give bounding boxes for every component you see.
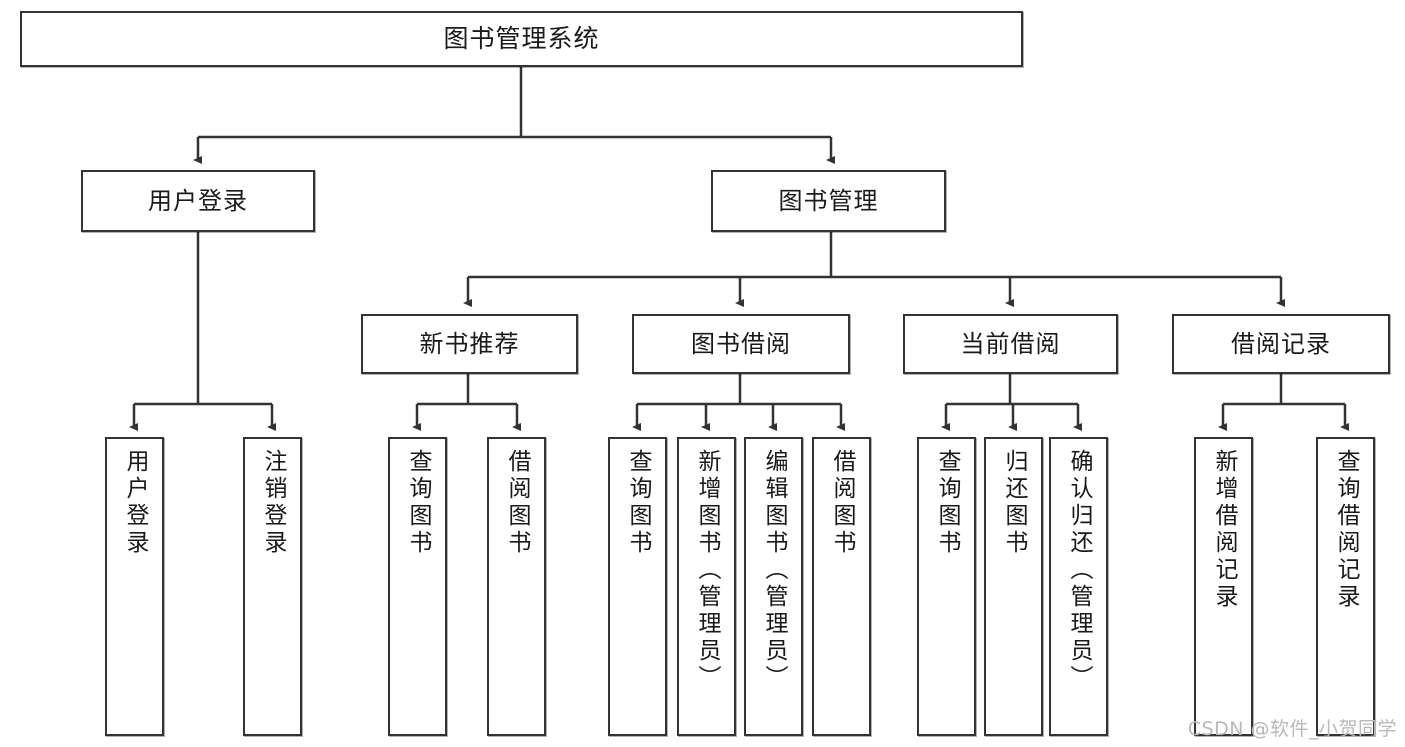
leaf-current-borrow-query[interactable]: 查询图书 — [917, 437, 976, 736]
node-book-borrow[interactable]: 图书借阅 — [632, 314, 850, 374]
leaf-borrow-record-add[interactable]: 新增借阅记录 — [1194, 437, 1253, 736]
node-new-book-recommend[interactable]: 新书推荐 — [361, 314, 578, 374]
node-label: 新增借阅记录 — [1211, 449, 1237, 611]
node-label: 查询借阅记录 — [1333, 449, 1359, 611]
node-label: 编辑图书（管理员） — [761, 449, 787, 692]
node-label: 确认归还（管理员） — [1066, 449, 1092, 692]
node-label: 查询图书 — [934, 449, 960, 557]
node-label: 用户登录 — [122, 449, 148, 557]
node-label: 注销登录 — [260, 449, 286, 557]
node-root-system[interactable]: 图书管理系统 — [20, 11, 1023, 67]
leaf-book-borrow-query[interactable]: 查询图书 — [608, 437, 667, 736]
leaf-book-borrow-add[interactable]: 新增图书（管理员） — [677, 437, 736, 736]
node-label: 图书管理 — [778, 186, 879, 215]
node-label: 归还图书 — [1001, 449, 1027, 557]
leaf-user-login-login[interactable]: 用户登录 — [105, 437, 164, 736]
node-label: 借阅记录 — [1231, 329, 1331, 358]
leaf-new-book-query[interactable]: 查询图书 — [388, 437, 447, 736]
node-label: 查询图书 — [405, 449, 431, 557]
node-label: 图书管理系统 — [443, 24, 600, 53]
node-label: 用户登录 — [148, 186, 248, 215]
node-book-management[interactable]: 图书管理 — [711, 170, 946, 232]
node-label: 新增图书（管理员） — [694, 449, 720, 692]
leaf-new-book-borrow[interactable]: 借阅图书 — [487, 437, 546, 736]
node-label: 新书推荐 — [419, 329, 520, 358]
node-current-borrow[interactable]: 当前借阅 — [903, 314, 1118, 374]
node-borrow-record[interactable]: 借阅记录 — [1172, 314, 1390, 374]
leaf-user-login-logout[interactable]: 注销登录 — [243, 437, 302, 736]
node-label: 借阅图书 — [504, 449, 530, 557]
leaf-borrow-record-query[interactable]: 查询借阅记录 — [1316, 437, 1375, 736]
leaf-book-borrow-edit[interactable]: 编辑图书（管理员） — [744, 437, 803, 736]
node-label: 图书借阅 — [691, 329, 791, 358]
leaf-current-borrow-confirm-return[interactable]: 确认归还（管理员） — [1049, 437, 1108, 736]
node-label: 当前借阅 — [960, 329, 1061, 358]
leaf-book-borrow-borrow[interactable]: 借阅图书 — [812, 437, 871, 736]
csdn-watermark: CSDN @软件_小贺同学 — [1187, 718, 1397, 740]
node-label: 借阅图书 — [829, 449, 855, 557]
node-label: 查询图书 — [625, 449, 651, 557]
leaf-current-borrow-return[interactable]: 归还图书 — [984, 437, 1043, 736]
node-user-login[interactable]: 用户登录 — [81, 170, 315, 232]
